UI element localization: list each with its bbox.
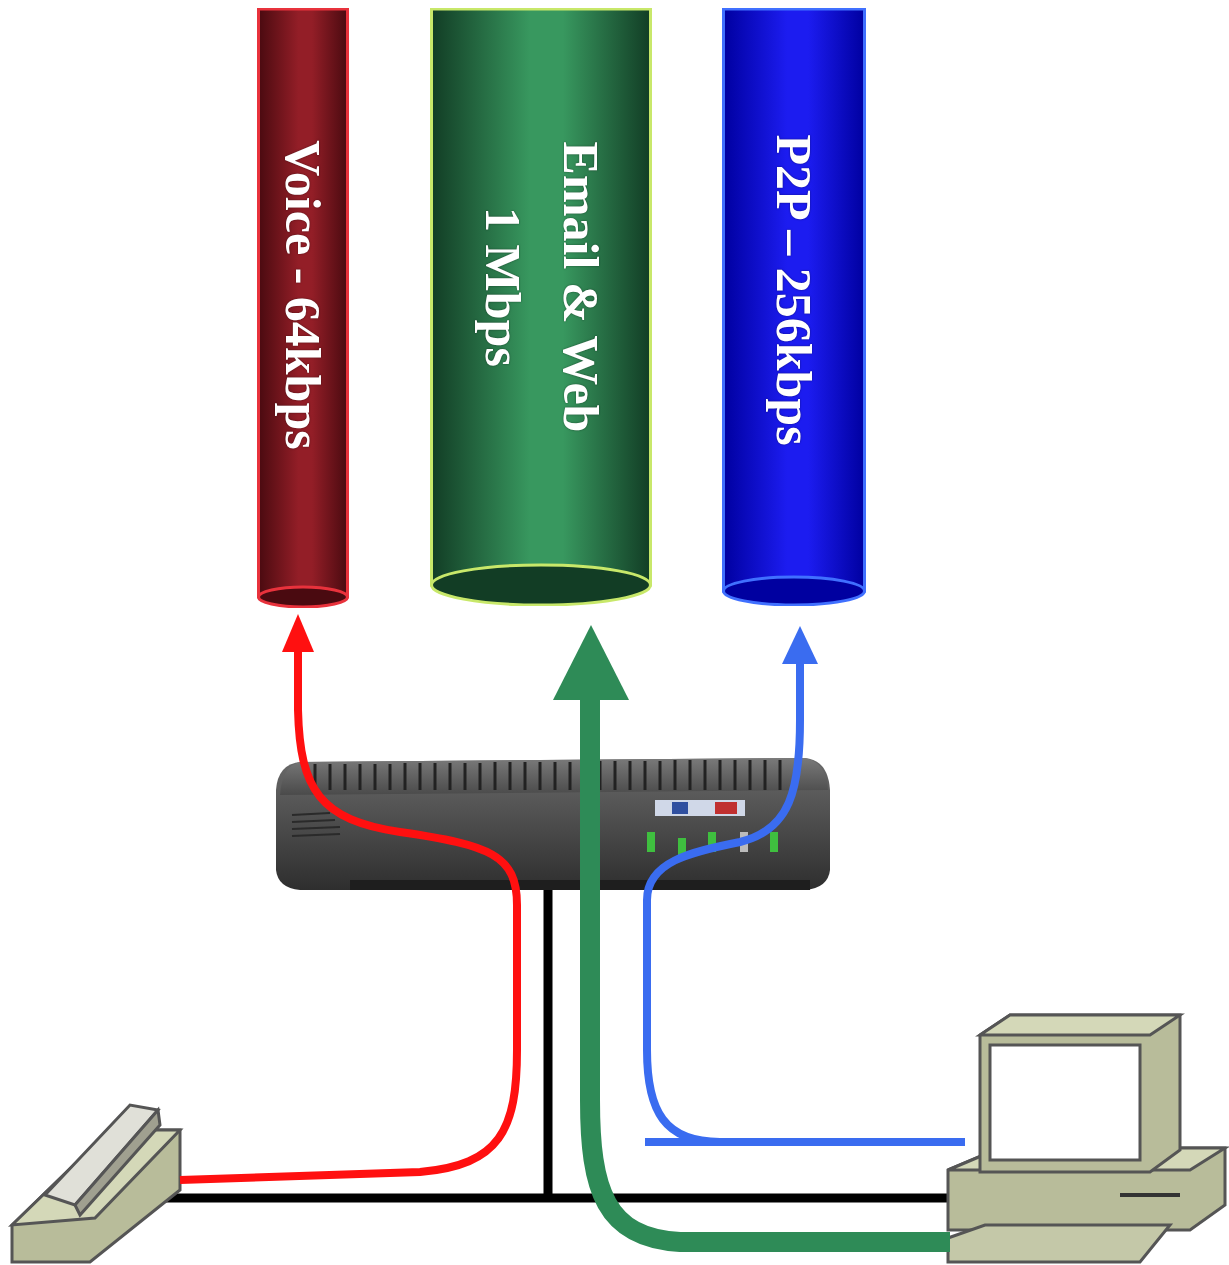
bandwidth-pipe: Email & Web 1 Mbps	[430, 8, 652, 606]
pipe-label: P2P – 256kbps	[764, 134, 824, 445]
pipe-label: Voice - 64kbps	[273, 140, 333, 449]
pipe-shape	[430, 8, 652, 606]
pipe-label: Email & Web 1 Mbps	[464, 138, 619, 436]
bandwidth-pipe: Voice - 64kbps	[257, 8, 349, 608]
arrow-head	[282, 614, 818, 700]
telephone-icon	[12, 1105, 180, 1262]
traffic-flow	[180, 648, 965, 1242]
computer-icon	[948, 1015, 1225, 1262]
network-wire	[160, 885, 955, 1198]
bandwidth-pipe: P2P – 256kbps	[722, 8, 866, 606]
